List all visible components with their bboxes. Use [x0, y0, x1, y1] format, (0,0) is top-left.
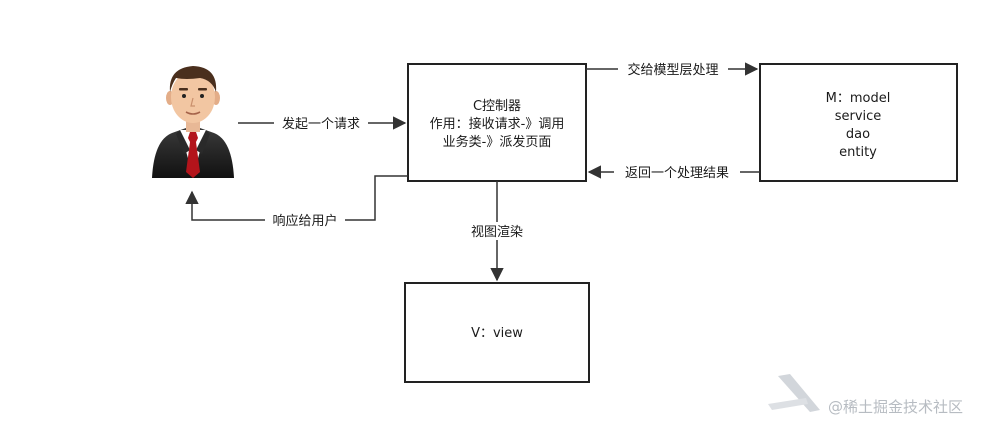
model-box: M：model service dao entity: [759, 63, 958, 182]
view-box: V：view: [404, 282, 590, 383]
label-respond-user: 响应给用户: [272, 213, 337, 229]
model-line-2: service: [835, 109, 882, 124]
watermark-text: @稀土掘金技术社区: [828, 398, 963, 416]
model-line-4: entity: [839, 145, 877, 160]
edge-controller-to-view: 视图渲染: [462, 181, 532, 282]
label-to-model: 交给模型层处理: [627, 62, 718, 78]
edge-controller-to-model: 交给模型层处理: [586, 60, 759, 78]
edge-controller-to-user: 响应给用户: [185, 175, 408, 229]
label-return-result: 返回一个处理结果: [625, 166, 729, 181]
watermark: @稀土掘金技术社区: [768, 374, 963, 416]
label-render-view: 视图渲染: [471, 225, 523, 240]
controller-line-2: 作用：接收请求-》调用: [430, 116, 565, 132]
model-title: M：model: [826, 91, 891, 106]
user-businessman-icon: [152, 66, 234, 178]
model-line-3: dao: [846, 127, 870, 142]
edge-model-to-controller: 返回一个处理结果: [587, 163, 760, 181]
label-send-request: 发起一个请求: [282, 116, 360, 132]
controller-title: C控制器: [473, 99, 521, 114]
edge-user-to-controller: 发起一个请求: [238, 114, 407, 132]
controller-line-3: 业务类-》派发页面: [443, 134, 552, 150]
view-title: V：view: [471, 326, 523, 341]
controller-box: C控制器 作用：接收请求-》调用 业务类-》派发页面: [407, 63, 587, 182]
juejin-logo-icon: [768, 374, 820, 412]
